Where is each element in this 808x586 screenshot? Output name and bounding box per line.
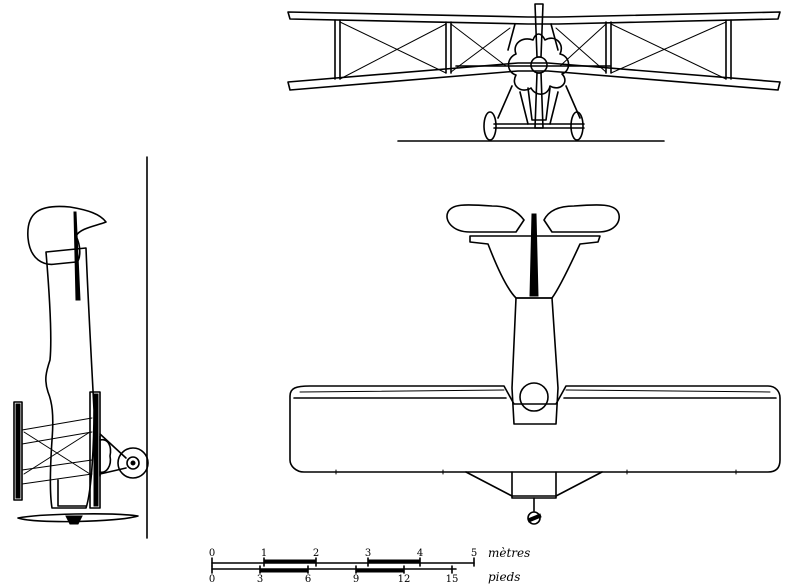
metric-tick-label: 3: [365, 548, 371, 559]
front-view-undercarriage: [494, 86, 584, 128]
front-view-wheel-left: [484, 112, 496, 140]
front-view-lower-wing: [288, 63, 780, 90]
front-view-engine-cowling: [509, 34, 569, 94]
imperial-tick-label: 3: [257, 574, 263, 585]
side-view-undercarriage-rear: [100, 468, 126, 474]
metric-tick-label: 2: [313, 548, 319, 559]
side-view-rudder: [28, 206, 106, 264]
imperial-tick-label: 6: [305, 574, 311, 585]
side-view-cockpit: [58, 480, 86, 506]
plan-view-tailplane-right: [544, 205, 619, 232]
metric-tick-label: 0: [209, 548, 215, 559]
plan-view-fin: [530, 214, 538, 296]
side-view: [14, 157, 148, 538]
metric-tick-label: 1: [261, 548, 267, 559]
metric-tick-label: 5: [471, 548, 477, 559]
imperial-tick-label: 15: [446, 574, 459, 585]
side-view-undercarriage-front: [100, 434, 126, 458]
front-view-cabane-strut-left: [508, 24, 515, 50]
front-view-wheel-right: [571, 112, 583, 140]
front-view-upper-wing: [288, 12, 780, 24]
plan-view-propeller-hub: [528, 512, 540, 524]
imperial-tick-label: 12: [398, 574, 411, 585]
side-view-bracing-wires: [22, 418, 92, 484]
plan-view-nose: [512, 472, 556, 498]
metric-unit-label: mètres: [488, 546, 530, 560]
side-view-wings: [14, 392, 100, 508]
front-view-fuselage-underside: [528, 88, 550, 120]
plan-view: [290, 205, 780, 524]
side-view-fin-edge: [74, 212, 80, 300]
front-view: [288, 4, 780, 141]
plan-view-propeller-blade: [528, 514, 541, 522]
plan-view-strut-points: [336, 470, 736, 474]
side-view-wheel: [118, 448, 148, 478]
plan-view-lower-wing-hint-left: [300, 390, 504, 392]
scale-bar-imperial: [212, 566, 456, 573]
plan-view-fuselage: [512, 298, 558, 424]
side-view-wheel-axle: [131, 461, 135, 465]
front-view-cabane-strut-right: [551, 24, 558, 50]
plan-view-tailplane: [447, 205, 524, 232]
side-view-fuselage: [46, 248, 94, 508]
metric-tick-label: 4: [417, 548, 423, 559]
side-view-tailplane: [18, 514, 138, 522]
imperial-unit-label: pieds: [488, 570, 520, 584]
scale-bar-metric: [212, 558, 474, 566]
scale-bar: 0 1 2 3 4 5 mètres 0 3 6 9 12 15 pieds: [209, 546, 531, 585]
plan-view-lower-wing-root: [466, 472, 602, 496]
front-view-struts: [335, 20, 731, 79]
plan-view-cockpit: [520, 383, 548, 411]
front-view-bracing-wires: [340, 22, 726, 79]
side-view-engine: [100, 440, 111, 473]
side-view-wheel-hub: [127, 457, 139, 469]
side-view-tailplane-root: [66, 516, 82, 524]
imperial-tick-label: 9: [353, 574, 359, 585]
plan-view-lower-wing-hint-right: [566, 390, 770, 392]
plan-view-upper-wing: [290, 386, 780, 472]
imperial-tick-label: 0: [209, 574, 215, 585]
